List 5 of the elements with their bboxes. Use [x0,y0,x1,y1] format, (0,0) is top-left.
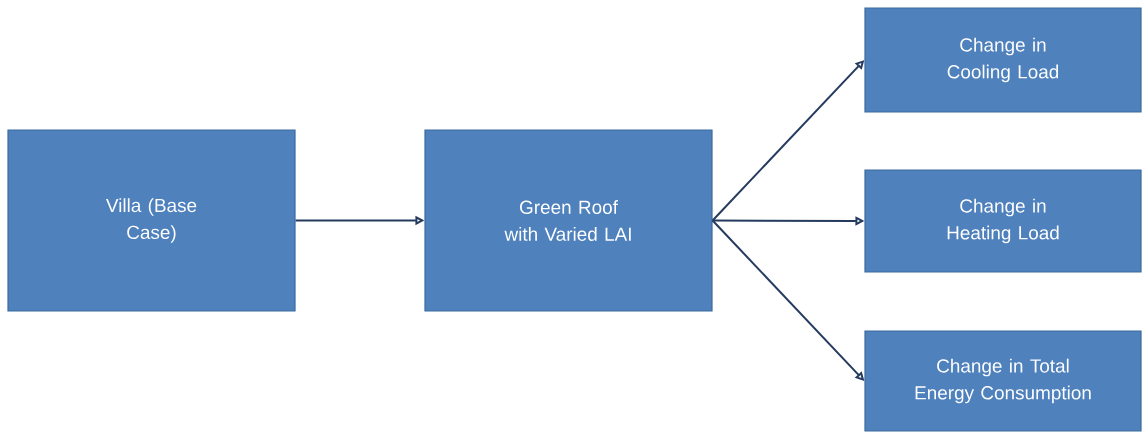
process-box: Change in Cooling Load [864,7,1142,113]
process-box: Change in Total Energy Consumption [864,330,1142,432]
process-box: Change in Heating Load [864,169,1142,273]
process-box: Villa (Base Case) [7,129,296,312]
process-box: Green Roof with Varied LAI [424,129,713,312]
